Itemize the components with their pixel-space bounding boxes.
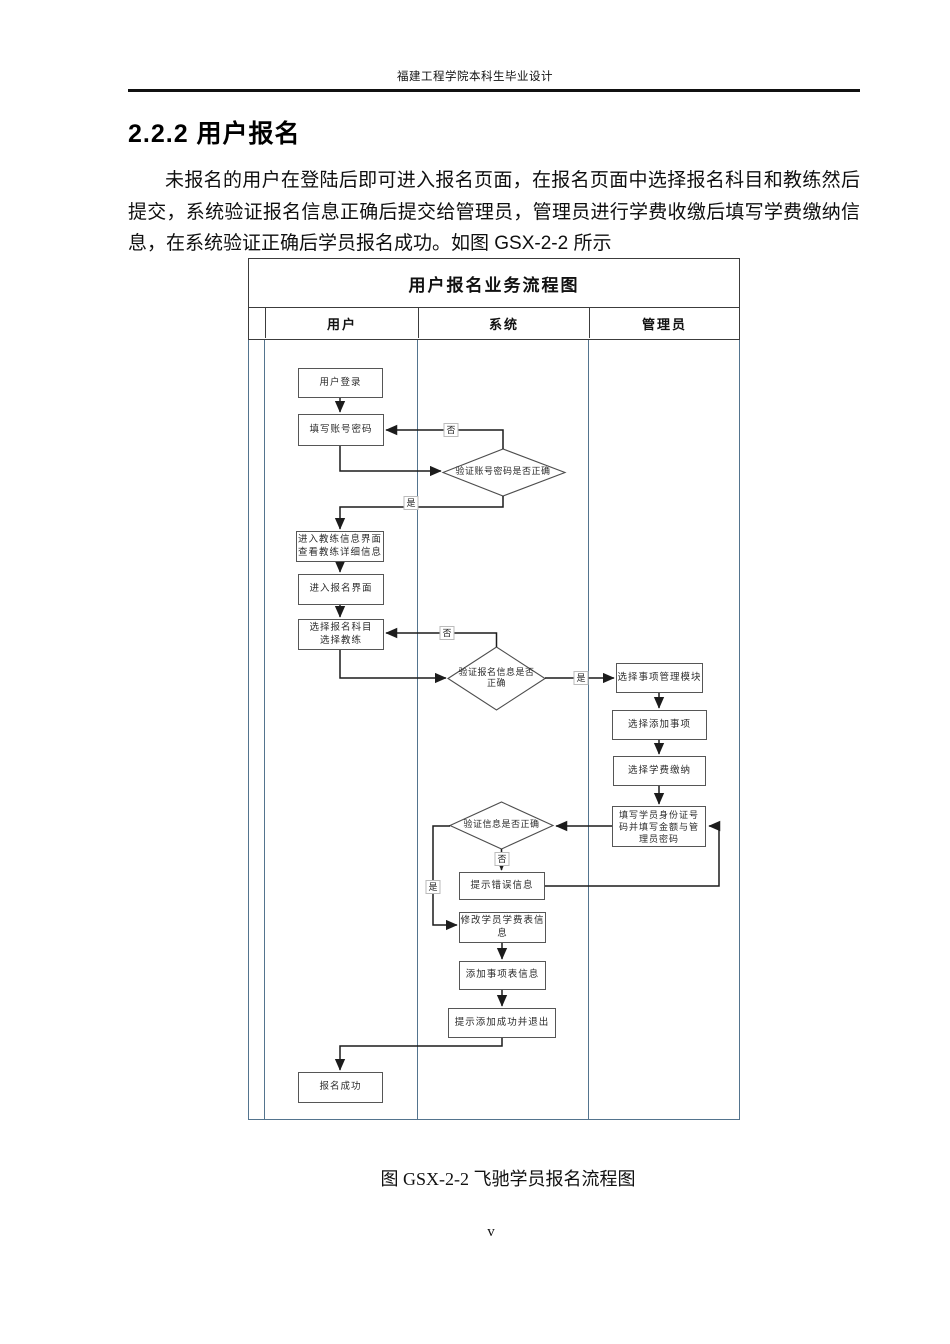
decision-verify-info: 验证信息是否正确: [463, 819, 540, 830]
node-enter-signup: 进入报名界面: [298, 574, 384, 605]
decision-verify-signup: 验证报名信息是否 正确: [458, 666, 535, 689]
lane-divider: [588, 340, 590, 1120]
lane-header-admin: 管理员: [589, 308, 739, 338]
node-choose-subject: 选择报名科目 选择教练: [298, 619, 384, 650]
paragraph-line: 提交，系统验证报名信息正确后提交给管理员，管理员进行学费收缴后填写学费缴纳信: [128, 201, 860, 223]
edge-verify-account-no: [385, 424, 503, 449]
decision-verify-account-shape: [443, 449, 565, 496]
node-fill-student: 填写学员身份证号 码并填写金额与管 理员密码: [612, 806, 706, 847]
paragraph-line: 未报名的用户在登陆后即可进入报名页面，在报名页面中选择报名科目和教练然后: [165, 170, 860, 191]
figure-caption: 图 GSX-2-2 飞驰学员报名流程图: [380, 1169, 636, 1189]
header-rule: [128, 89, 860, 92]
node-success-exit: 提示添加成功并退出: [448, 1008, 556, 1038]
branch-label-yes: 是: [403, 496, 419, 510]
node-choose-add-item: 选择添加事项: [612, 710, 707, 740]
lane-header-system: 系统: [418, 308, 589, 338]
edge-choose-to-verify-signup: [340, 650, 447, 684]
branch-label-no: 否: [494, 852, 510, 866]
lane-divider: [417, 340, 419, 1120]
lane-divider: [264, 340, 266, 1120]
node-signup-success: 报名成功: [298, 1072, 383, 1103]
decision-verify-info-shape: [450, 802, 553, 849]
body-paragraph: 未报名的用户在登陆后即可进入报名页面，在报名页面中选择报名科目和教练然后 提交，…: [128, 165, 860, 260]
page-number: v: [487, 1224, 495, 1240]
edge-success-exit-to-signup-success: [334, 1038, 502, 1071]
node-choose-tuition: 选择学费缴纳: [613, 756, 706, 786]
lane-header-user: 用户: [265, 308, 418, 338]
paragraph-line: 息，在系统验证正确后学员报名成功。如图 GSX-2-2 所示: [128, 233, 612, 254]
edge-verify-info-yes: [433, 826, 458, 931]
node-error-msg: 提示错误信息: [459, 872, 545, 900]
branch-label-no: 否: [443, 423, 459, 437]
branch-label-no: 否: [439, 626, 455, 640]
running-header: 福建工程学院本科生毕业设计: [397, 71, 553, 83]
flowchart-frame-top: 用户报名业务流程图 用户 系统 管理员: [248, 258, 740, 340]
branch-label-yes: 是: [573, 671, 589, 685]
section-heading: 2.2.2 用户报名: [128, 120, 301, 148]
node-choose-module: 选择事项管理模块: [616, 663, 703, 693]
edge-verify-signup-no: [385, 627, 497, 647]
lane-header-row: 用户 系统 管理员: [249, 308, 739, 338]
node-add-item-table: 添加事项表信息: [459, 961, 546, 990]
decision-verify-account: 验证账号密码是否正确: [455, 466, 551, 477]
node-modify-tuition: 修改学员学费表信 息: [459, 912, 546, 943]
node-fill-account: 填写账号密码: [298, 414, 384, 446]
node-coach-info: 进入教练信息界面 查看教练详细信息: [296, 531, 384, 562]
branch-label-yes: 是: [425, 880, 441, 894]
node-login: 用户登录: [298, 368, 383, 398]
flowchart-title: 用户报名业务流程图: [249, 259, 739, 308]
edge-fill-account-to-verify: [340, 446, 442, 477]
edge-error-loop-back: [545, 820, 721, 886]
edge-verify-account-yes: [334, 496, 503, 530]
